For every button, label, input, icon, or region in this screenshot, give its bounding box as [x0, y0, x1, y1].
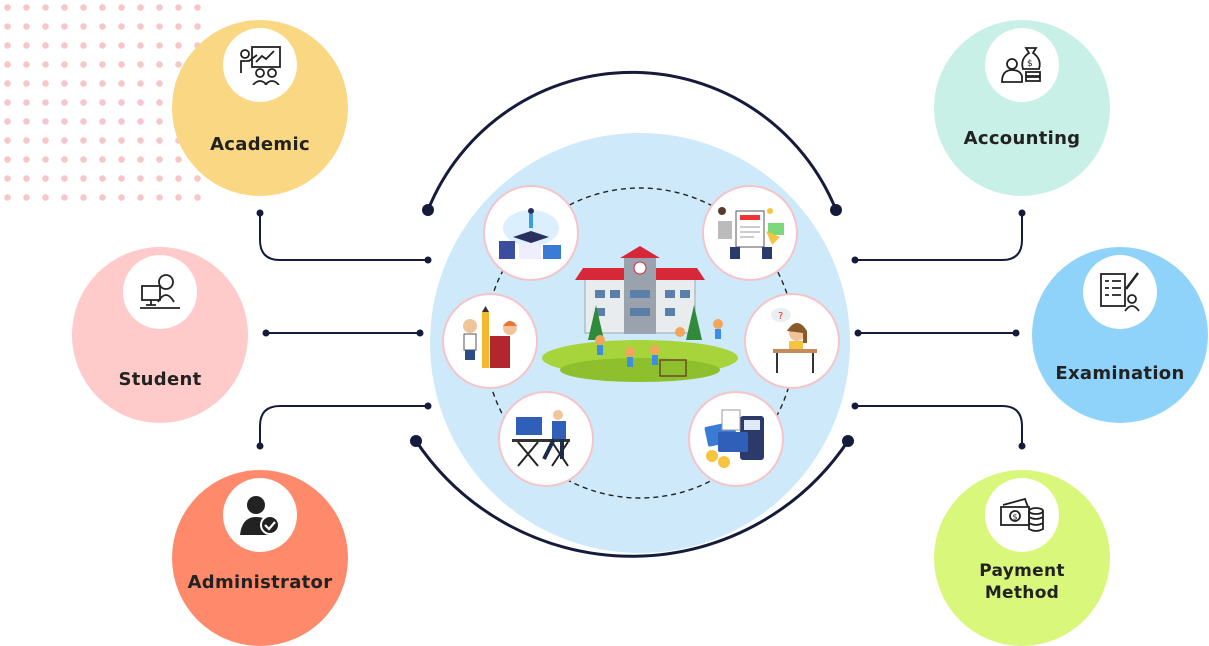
admin-user-check-icon	[223, 478, 297, 552]
bottom-arc	[414, 440, 850, 558]
svg-text:$: $	[1027, 59, 1033, 69]
illustration-tax-return	[702, 185, 798, 281]
module-examination[interactable]: Examination	[1032, 247, 1208, 423]
illustration-office-worker	[498, 391, 594, 487]
module-accounting[interactable]: $ Accounting	[934, 20, 1110, 196]
module-label: Academic	[210, 134, 310, 155]
illustration-kids-books	[442, 293, 538, 389]
illustration-graduation	[483, 185, 579, 281]
cash-coins-icon: $	[985, 478, 1059, 552]
exam-sheet-icon	[1083, 255, 1157, 329]
module-label: Payment Method	[979, 561, 1065, 603]
module-label: Student	[118, 369, 202, 390]
illustration-payment-cards	[688, 391, 784, 487]
top-arc	[426, 70, 838, 211]
school-building-illustration	[542, 246, 738, 382]
illustration-girl-thinking: ?	[744, 293, 840, 389]
teacher-presentation-icon	[223, 28, 297, 102]
module-academic[interactable]: Academic	[172, 20, 348, 196]
module-label: Examination	[1055, 363, 1185, 384]
module-student[interactable]: Student	[72, 247, 248, 423]
svg-text:$: $	[1013, 513, 1018, 522]
student-computer-icon	[123, 255, 197, 329]
module-label: Administrator	[187, 572, 333, 593]
module-administrator[interactable]: Administrator	[172, 470, 348, 646]
money-bag-accountant-icon: $	[985, 28, 1059, 102]
module-payment-method[interactable]: $ Payment Method	[934, 470, 1110, 646]
module-label: Accounting	[963, 128, 1081, 149]
svg-text:?: ?	[778, 311, 783, 322]
